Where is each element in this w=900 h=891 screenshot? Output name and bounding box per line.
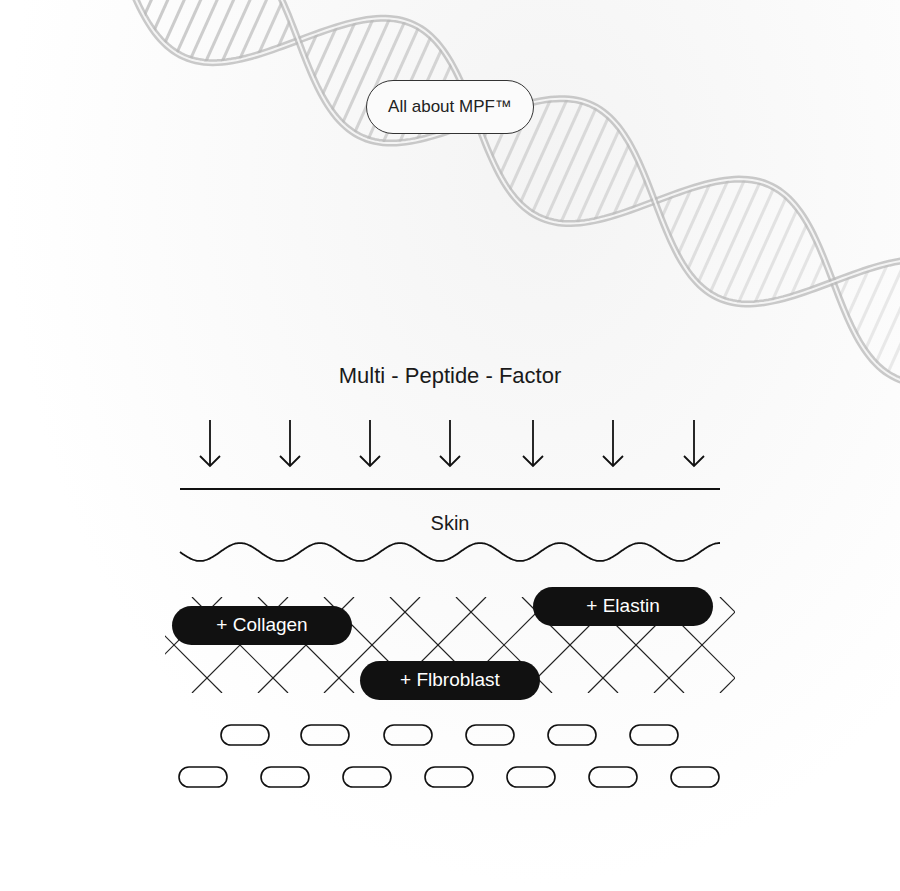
cell-rows [179,725,719,787]
skin-wave [180,543,720,561]
hatch-line [720,597,735,693]
helix-rung [876,260,900,364]
down-arrow [603,420,623,466]
cell-capsule [548,725,596,745]
helix-rung [177,0,228,53]
helix-rung [165,0,213,44]
helix-strand [120,0,900,384]
down-arrow [523,420,543,466]
surface-line [180,488,720,490]
factor-pill: + Collagen [172,606,352,645]
helix-rung [687,180,728,271]
down-arrow [200,420,220,466]
cell-capsule [261,767,309,787]
down-arrows [200,420,704,466]
layer-label: Skin [431,512,470,535]
hatch-line [720,597,735,693]
factor-pill: + Flbroblast [360,661,540,700]
down-arrow [360,420,380,466]
helix-highlight [120,0,900,304]
down-arrow [440,420,460,466]
cross-hatch [60,597,882,693]
node-text: + Flbroblast [400,669,500,691]
cell-capsule [179,767,227,787]
cell-capsule [301,725,349,745]
node-text: + Elastin [586,595,659,617]
node-text: + Collagen [216,614,307,636]
cell-capsule [425,767,473,787]
dna-helix [120,0,900,384]
title-pill: All about MPF™ [366,80,534,134]
cell-capsule [221,725,269,745]
down-arrow [280,420,300,466]
cell-capsule [384,725,432,745]
cell-capsule [630,725,678,745]
process-heading: Multi - Peptide - Factor [339,363,562,389]
cell-capsule [343,767,391,787]
factor-pill: + Elastin [533,587,713,626]
cell-capsule [671,767,719,787]
down-arrow [684,420,704,466]
cell-capsule [507,767,555,787]
node-text: All about MPF™ [388,97,512,117]
helix-strand [120,0,900,304]
helix-highlight [120,0,900,384]
helix-rung [888,262,900,373]
cell-capsule [466,725,514,745]
helix-rung [865,260,900,350]
helix-rung [190,0,241,59]
cell-capsule [589,767,637,787]
